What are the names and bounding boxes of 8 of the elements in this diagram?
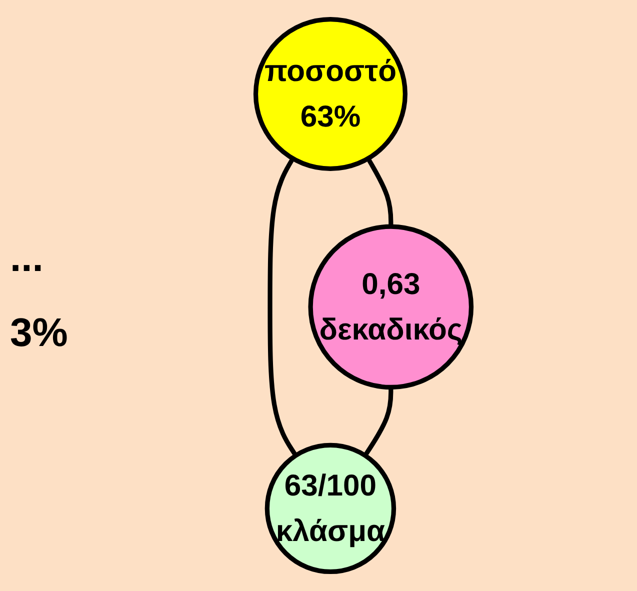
side-note: ... bbox=[10, 236, 44, 280]
node-circle: ποσοστό 63% bbox=[253, 16, 408, 171]
node-circle: 0,63 δεκαδικός bbox=[308, 224, 474, 390]
node-circle: 63/100 κλάσμα bbox=[264, 442, 396, 574]
connector bbox=[366, 157, 394, 227]
side-note: 3% bbox=[10, 310, 69, 356]
connector bbox=[363, 387, 394, 457]
connector bbox=[268, 157, 298, 457]
